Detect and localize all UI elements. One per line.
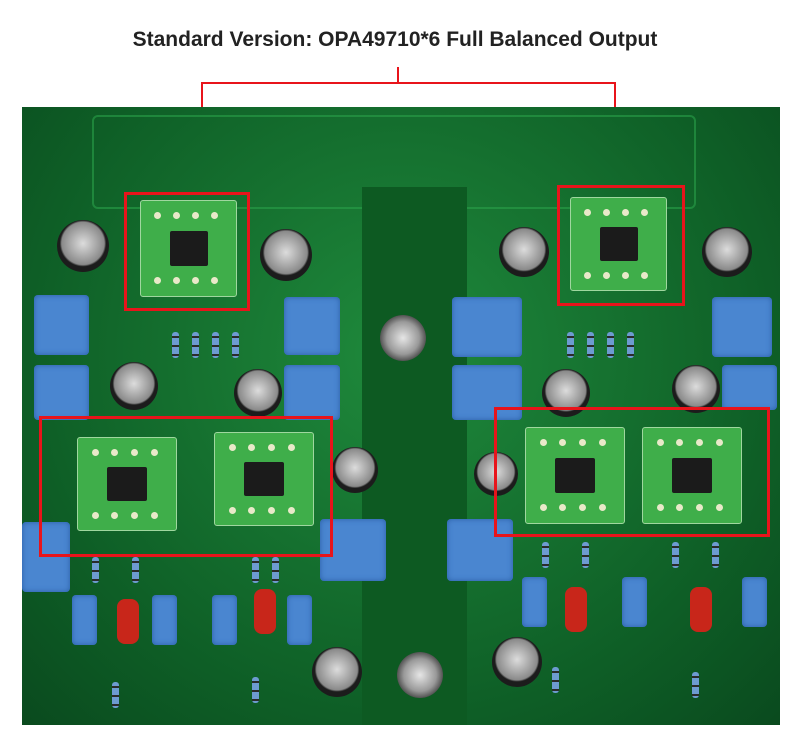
solder-pad — [622, 271, 630, 279]
capacitor — [110, 362, 158, 410]
solder-pad — [154, 212, 162, 220]
solder-pad — [676, 504, 684, 511]
solder-pad — [211, 277, 219, 284]
bracket-bar — [201, 82, 616, 84]
solder-pad — [598, 439, 606, 447]
opamp-board — [214, 432, 314, 526]
capacitor — [492, 637, 542, 687]
capacitor — [234, 369, 282, 417]
solder-pad — [578, 439, 586, 447]
solder-pad — [150, 511, 158, 519]
solder-pad — [228, 506, 236, 514]
solder-pad — [695, 504, 703, 511]
solder-pad — [287, 444, 295, 452]
solder-pad — [584, 209, 592, 217]
solder-pad — [267, 506, 275, 514]
image-title: Standard Version: OPA49710*6 Full Balanc… — [132, 28, 658, 51]
solder-pad — [111, 449, 119, 457]
opamp-board — [570, 197, 667, 291]
solder-pad — [539, 439, 547, 447]
screw — [397, 652, 443, 698]
solder-pad — [641, 209, 649, 217]
capacitor — [672, 365, 720, 413]
opamp-board — [642, 427, 742, 524]
solder-pad — [578, 504, 586, 511]
solder-pad — [676, 439, 684, 447]
solder-pad — [173, 277, 181, 284]
solder-pad — [248, 444, 256, 452]
solder-pad — [91, 449, 99, 457]
solder-pad — [130, 511, 138, 519]
opamp-board — [525, 427, 625, 524]
capacitor — [702, 227, 752, 277]
solder-pad — [211, 212, 219, 220]
solder-pad — [150, 449, 158, 457]
solder-pad — [598, 504, 606, 511]
opamp-board — [140, 200, 237, 297]
solder-pad — [656, 504, 664, 511]
highlight-box-top-right — [557, 185, 685, 306]
solder-pad — [287, 506, 295, 514]
solder-pad — [267, 444, 275, 452]
capacitor — [260, 229, 312, 281]
capacitor — [332, 447, 378, 493]
highlight-box-bottom-left — [39, 416, 333, 557]
solder-pad — [192, 277, 200, 284]
solder-pad — [539, 504, 547, 511]
capacitor — [499, 227, 549, 277]
solder-pad — [111, 511, 119, 519]
solder-pad — [603, 271, 611, 279]
solder-pad — [559, 504, 567, 511]
solder-pad — [248, 506, 256, 514]
solder-pad — [228, 444, 236, 452]
capacitor — [57, 220, 109, 272]
solder-pad — [584, 271, 592, 279]
solder-pad — [559, 439, 567, 447]
bracket-stem — [397, 67, 399, 83]
solder-pad — [154, 277, 162, 284]
solder-pad — [173, 212, 181, 220]
solder-pad — [641, 271, 649, 279]
solder-pad — [130, 449, 138, 457]
solder-pad — [715, 439, 723, 447]
solder-pad — [603, 209, 611, 217]
solder-pad — [715, 504, 723, 511]
screw — [380, 315, 426, 361]
highlight-box-top-left — [124, 192, 250, 311]
solder-pad — [91, 511, 99, 519]
solder-pad — [656, 439, 664, 447]
solder-pad — [622, 209, 630, 217]
highlight-box-bottom-right — [494, 407, 770, 537]
solder-pad — [695, 439, 703, 447]
solder-pad — [192, 212, 200, 220]
opamp-board — [77, 437, 177, 531]
capacitor — [312, 647, 362, 697]
